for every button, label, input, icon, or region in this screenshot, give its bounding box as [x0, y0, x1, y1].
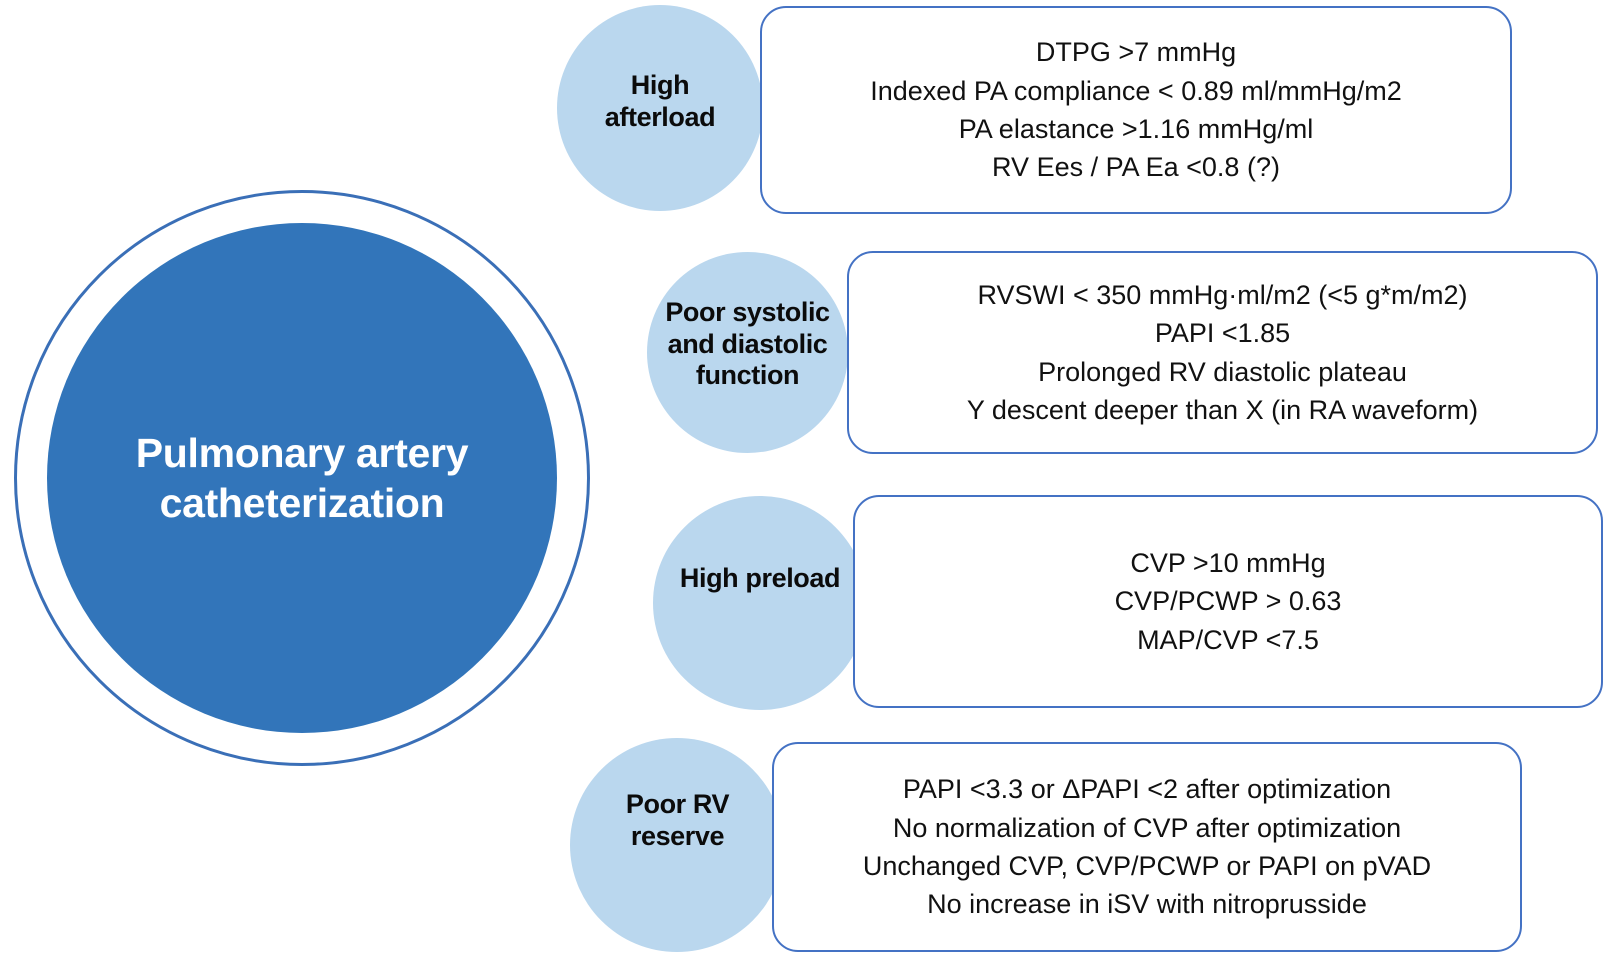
branch-label-high-afterload: High afterload [604, 70, 716, 132]
branch-label-poor-systolic-and-diastolic-function: Poor systolic and diastolic function [665, 297, 830, 391]
hub-outer-ring [14, 190, 590, 766]
criteria-box-poor-rv-reserve[interactable]: PAPI <3.3 or ΔPAPI <2 after optimization… [772, 742, 1522, 952]
criteria-text-poor-rv-reserve: PAPI <3.3 or ΔPAPI <2 after optimization… [862, 774, 1432, 920]
branch-label-high-preload: High preload [679, 563, 841, 593]
hub-label: Pulmonary artery catheterization [135, 429, 469, 526]
branch-label-poor-rv-reserve: Poor RV reserve [625, 789, 730, 851]
branch-circle-high-afterload[interactable] [557, 5, 763, 211]
criteria-text-high-afterload: DTPG >7 mmHg Indexed PA compliance < 0.8… [870, 37, 1402, 183]
criteria-box-high-afterload[interactable]: DTPG >7 mmHg Indexed PA compliance < 0.8… [760, 6, 1512, 214]
branch-circle-poor-systolic-and-diastolic-function[interactable] [647, 252, 848, 453]
criteria-text-poor-systolic-and-diastolic-function: RVSWI < 350 mmHg·ml/m2 (<5 g*m/m2) PAPI … [966, 279, 1479, 425]
criteria-box-poor-systolic-and-diastolic-function[interactable]: RVSWI < 350 mmHg·ml/m2 (<5 g*m/m2) PAPI … [847, 251, 1598, 454]
branch-circle-high-preload[interactable] [653, 496, 867, 710]
criteria-box-high-preload[interactable]: CVP >10 mmHg CVP/PCWP > 0.63 MAP/CVP <7.… [853, 495, 1603, 708]
hub-circle[interactable]: Pulmonary artery catheterization [47, 223, 557, 733]
criteria-text-high-preload: CVP >10 mmHg CVP/PCWP > 0.63 MAP/CVP <7.… [1114, 548, 1342, 655]
branch-circle-poor-rv-reserve[interactable] [570, 738, 784, 952]
